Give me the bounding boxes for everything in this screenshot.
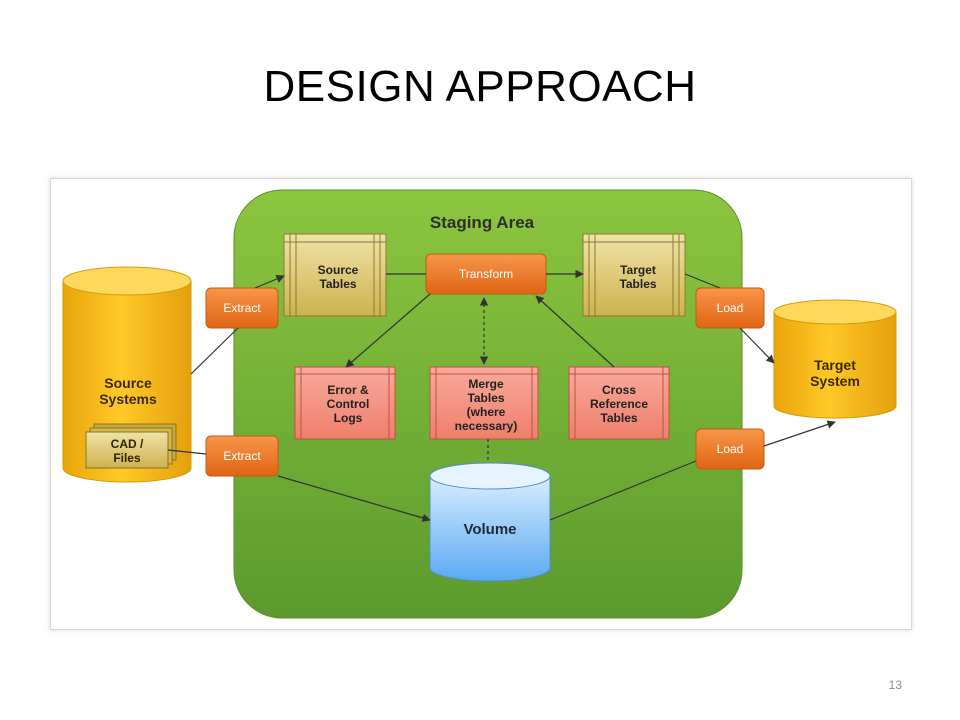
transform-label: Transform <box>459 267 513 281</box>
merge-tables-label-line3: (where <box>467 405 506 419</box>
source-tables-box: Source Tables <box>283 233 387 317</box>
target-system-label-line1: Target <box>814 357 856 373</box>
arrow-volume-to-load <box>549 460 697 521</box>
arrow-cad-to-extract <box>167 449 207 455</box>
source-tables-label-line2: Tables <box>319 277 356 291</box>
target-tables-box: Target Tables <box>582 233 686 317</box>
load-bottom-box: Load <box>695 428 765 470</box>
cad-files-label-line2: Files <box>113 451 141 465</box>
source-systems-label-line2: Systems <box>99 391 157 407</box>
target-system-label-line2: System <box>810 373 860 389</box>
load-top-label: Load <box>717 301 744 315</box>
extract-bottom-box: Extract <box>205 435 279 477</box>
staging-area-label: Staging Area <box>430 213 535 232</box>
merge-tables-label-line4: necessary) <box>455 419 518 433</box>
load-top-box: Load <box>695 287 765 329</box>
cad-files-stack: CAD / Files <box>85 423 177 469</box>
error-logs-label-line3: Logs <box>334 411 363 425</box>
error-logs-box: Error & Control Logs <box>294 366 396 440</box>
volume-cylinder: Volume <box>429 462 551 582</box>
arrow-extract-to-source-tables <box>254 275 285 289</box>
cross-reference-label-line2: Reference <box>590 397 648 411</box>
cross-reference-box: Cross Reference Tables <box>568 366 670 440</box>
connector-arrows <box>167 269 836 522</box>
merge-tables-box: Merge Tables (where necessary) <box>429 366 539 440</box>
cad-files-label-line1: CAD / <box>111 437 144 451</box>
slide-title: DESIGN APPROACH <box>263 62 697 111</box>
arrow-target-tables-to-load <box>684 273 721 289</box>
cross-reference-label-line1: Cross <box>602 383 636 397</box>
arrow-load-to-target-system-bottom <box>763 420 836 447</box>
arrow-cross-ref-to-transform <box>535 295 615 368</box>
error-logs-label-line2: Control <box>327 397 370 411</box>
arrow-source-to-extract <box>190 327 239 375</box>
source-systems-label-line1: Source <box>104 375 152 391</box>
volume-label: Volume <box>463 521 516 538</box>
load-bottom-label: Load <box>717 442 744 456</box>
transform-box: Transform <box>425 253 547 295</box>
arrow-extract-to-volume <box>277 475 431 522</box>
target-tables-label-line2: Tables <box>619 277 656 291</box>
target-tables-label-line1: Target <box>620 263 656 277</box>
merge-tables-label-line2: Tables <box>467 391 504 405</box>
source-tables-label-line1: Source <box>318 263 359 277</box>
arrow-load-to-target-system <box>739 327 775 364</box>
cross-reference-label-line3: Tables <box>600 411 637 425</box>
merge-tables-label-line1: Merge <box>468 377 504 391</box>
extract-top-label: Extract <box>223 301 261 315</box>
etl-diagram: Staging Area Source Systems CAD / Files … <box>62 189 897 619</box>
target-system-cylinder: Target System <box>773 299 897 419</box>
error-logs-label-line1: Error & <box>327 383 369 397</box>
page-number: 13 <box>888 678 902 692</box>
extract-top-box: Extract <box>205 287 279 329</box>
arrow-transform-to-error-logs <box>345 293 431 368</box>
extract-bottom-label: Extract <box>223 449 261 463</box>
